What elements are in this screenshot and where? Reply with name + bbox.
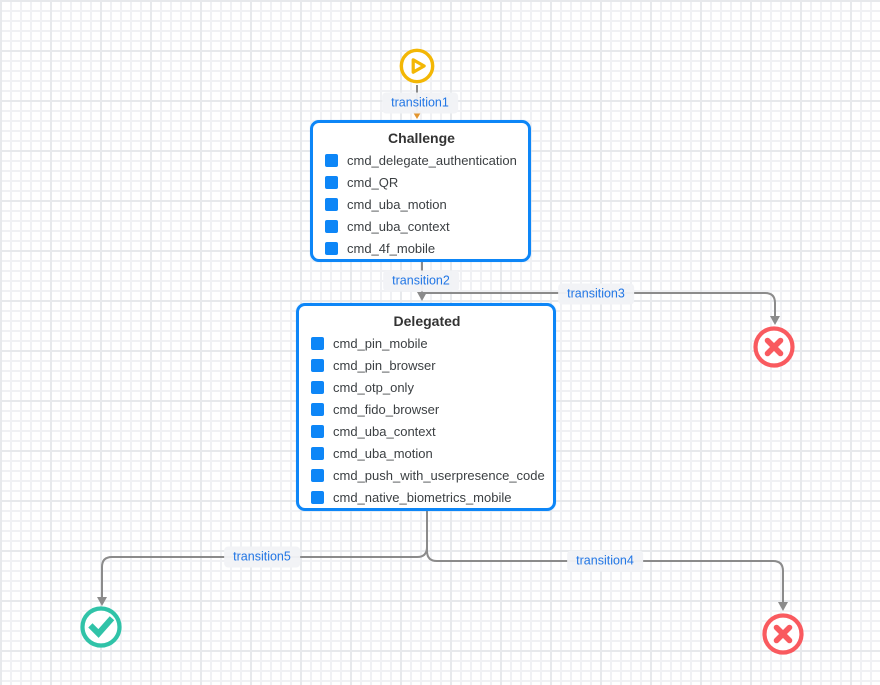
state-challenge[interactable]: Challenge cmd_delegate_authentication cm… bbox=[310, 120, 531, 262]
command-icon bbox=[311, 468, 324, 482]
command-icon bbox=[311, 424, 324, 438]
command-item[interactable]: cmd_pin_mobile bbox=[311, 332, 543, 354]
arrowhead-into-failure-top bbox=[770, 316, 780, 325]
command-label: cmd_4f_mobile bbox=[347, 240, 436, 256]
play-icon bbox=[399, 48, 435, 84]
end-failure-node-top[interactable] bbox=[752, 325, 796, 369]
end-failure-node-bottom[interactable] bbox=[761, 612, 805, 656]
command-item[interactable]: cmd_uba_context bbox=[311, 420, 543, 442]
command-label: cmd_uba_motion bbox=[347, 196, 447, 212]
command-label: cmd_pin_mobile bbox=[333, 335, 428, 351]
command-label: cmd_QR bbox=[347, 174, 399, 190]
transition-label-5[interactable]: transition5 bbox=[224, 546, 300, 568]
transition-label-3[interactable]: transition3 bbox=[558, 283, 634, 305]
command-icon bbox=[325, 197, 338, 211]
command-icon bbox=[311, 490, 324, 504]
command-icon bbox=[325, 241, 338, 255]
command-item[interactable]: cmd_uba_motion bbox=[325, 193, 518, 215]
command-item[interactable]: cmd_uba_motion bbox=[311, 442, 543, 464]
command-item[interactable]: cmd_push_with_userpresence_code bbox=[311, 464, 545, 486]
command-item[interactable]: cmd_fido_browser bbox=[311, 398, 543, 420]
command-icon bbox=[311, 336, 324, 350]
command-icon bbox=[311, 358, 324, 372]
command-item[interactable]: cmd_pin_browser bbox=[311, 354, 543, 376]
command-icon bbox=[311, 446, 324, 460]
command-icon bbox=[311, 402, 324, 416]
command-icon bbox=[311, 380, 324, 394]
arrowhead-into-success bbox=[97, 597, 107, 606]
transition-label-4[interactable]: transition4 bbox=[567, 550, 643, 572]
transition-label-2[interactable]: transition2 bbox=[383, 270, 459, 292]
command-item[interactable]: cmd_QR bbox=[325, 171, 518, 193]
command-label: cmd_delegate_authentication bbox=[347, 152, 517, 168]
arrowhead-into-delegated bbox=[417, 292, 427, 301]
command-label: cmd_uba_context bbox=[347, 218, 450, 234]
command-item[interactable]: cmd_4f_mobile bbox=[325, 237, 518, 259]
state-title: Delegated bbox=[393, 313, 461, 329]
end-success-node[interactable] bbox=[79, 605, 123, 649]
command-label: cmd_pin_browser bbox=[333, 357, 436, 373]
state-delegated[interactable]: Delegated cmd_pin_mobile cmd_pin_browser… bbox=[296, 303, 556, 511]
command-label: cmd_fido_browser bbox=[333, 401, 440, 417]
command-label: cmd_push_with_userpresence_code bbox=[333, 467, 545, 483]
command-icon bbox=[325, 219, 338, 233]
x-icon bbox=[753, 326, 795, 368]
command-label: cmd_native_biometrics_mobile bbox=[333, 489, 512, 505]
command-label: cmd_uba_context bbox=[333, 423, 436, 439]
command-item[interactable]: cmd_delegate_authentication bbox=[325, 149, 518, 171]
command-icon bbox=[325, 175, 338, 189]
arrowhead-into-failure-bottom bbox=[778, 602, 788, 611]
command-label: cmd_otp_only bbox=[333, 379, 414, 395]
connector-transition3[interactable] bbox=[422, 292, 780, 325]
command-label: cmd_uba_motion bbox=[333, 445, 433, 461]
transition-label-1[interactable]: transition1 bbox=[382, 92, 458, 114]
command-item[interactable]: cmd_native_biometrics_mobile bbox=[311, 486, 543, 508]
state-title: Challenge bbox=[388, 130, 455, 146]
command-icon bbox=[325, 153, 338, 167]
start-node[interactable] bbox=[398, 47, 436, 85]
command-item[interactable]: cmd_uba_context bbox=[325, 215, 518, 237]
command-item[interactable]: cmd_otp_only bbox=[311, 376, 543, 398]
check-icon bbox=[80, 606, 122, 648]
x-icon bbox=[762, 613, 804, 655]
